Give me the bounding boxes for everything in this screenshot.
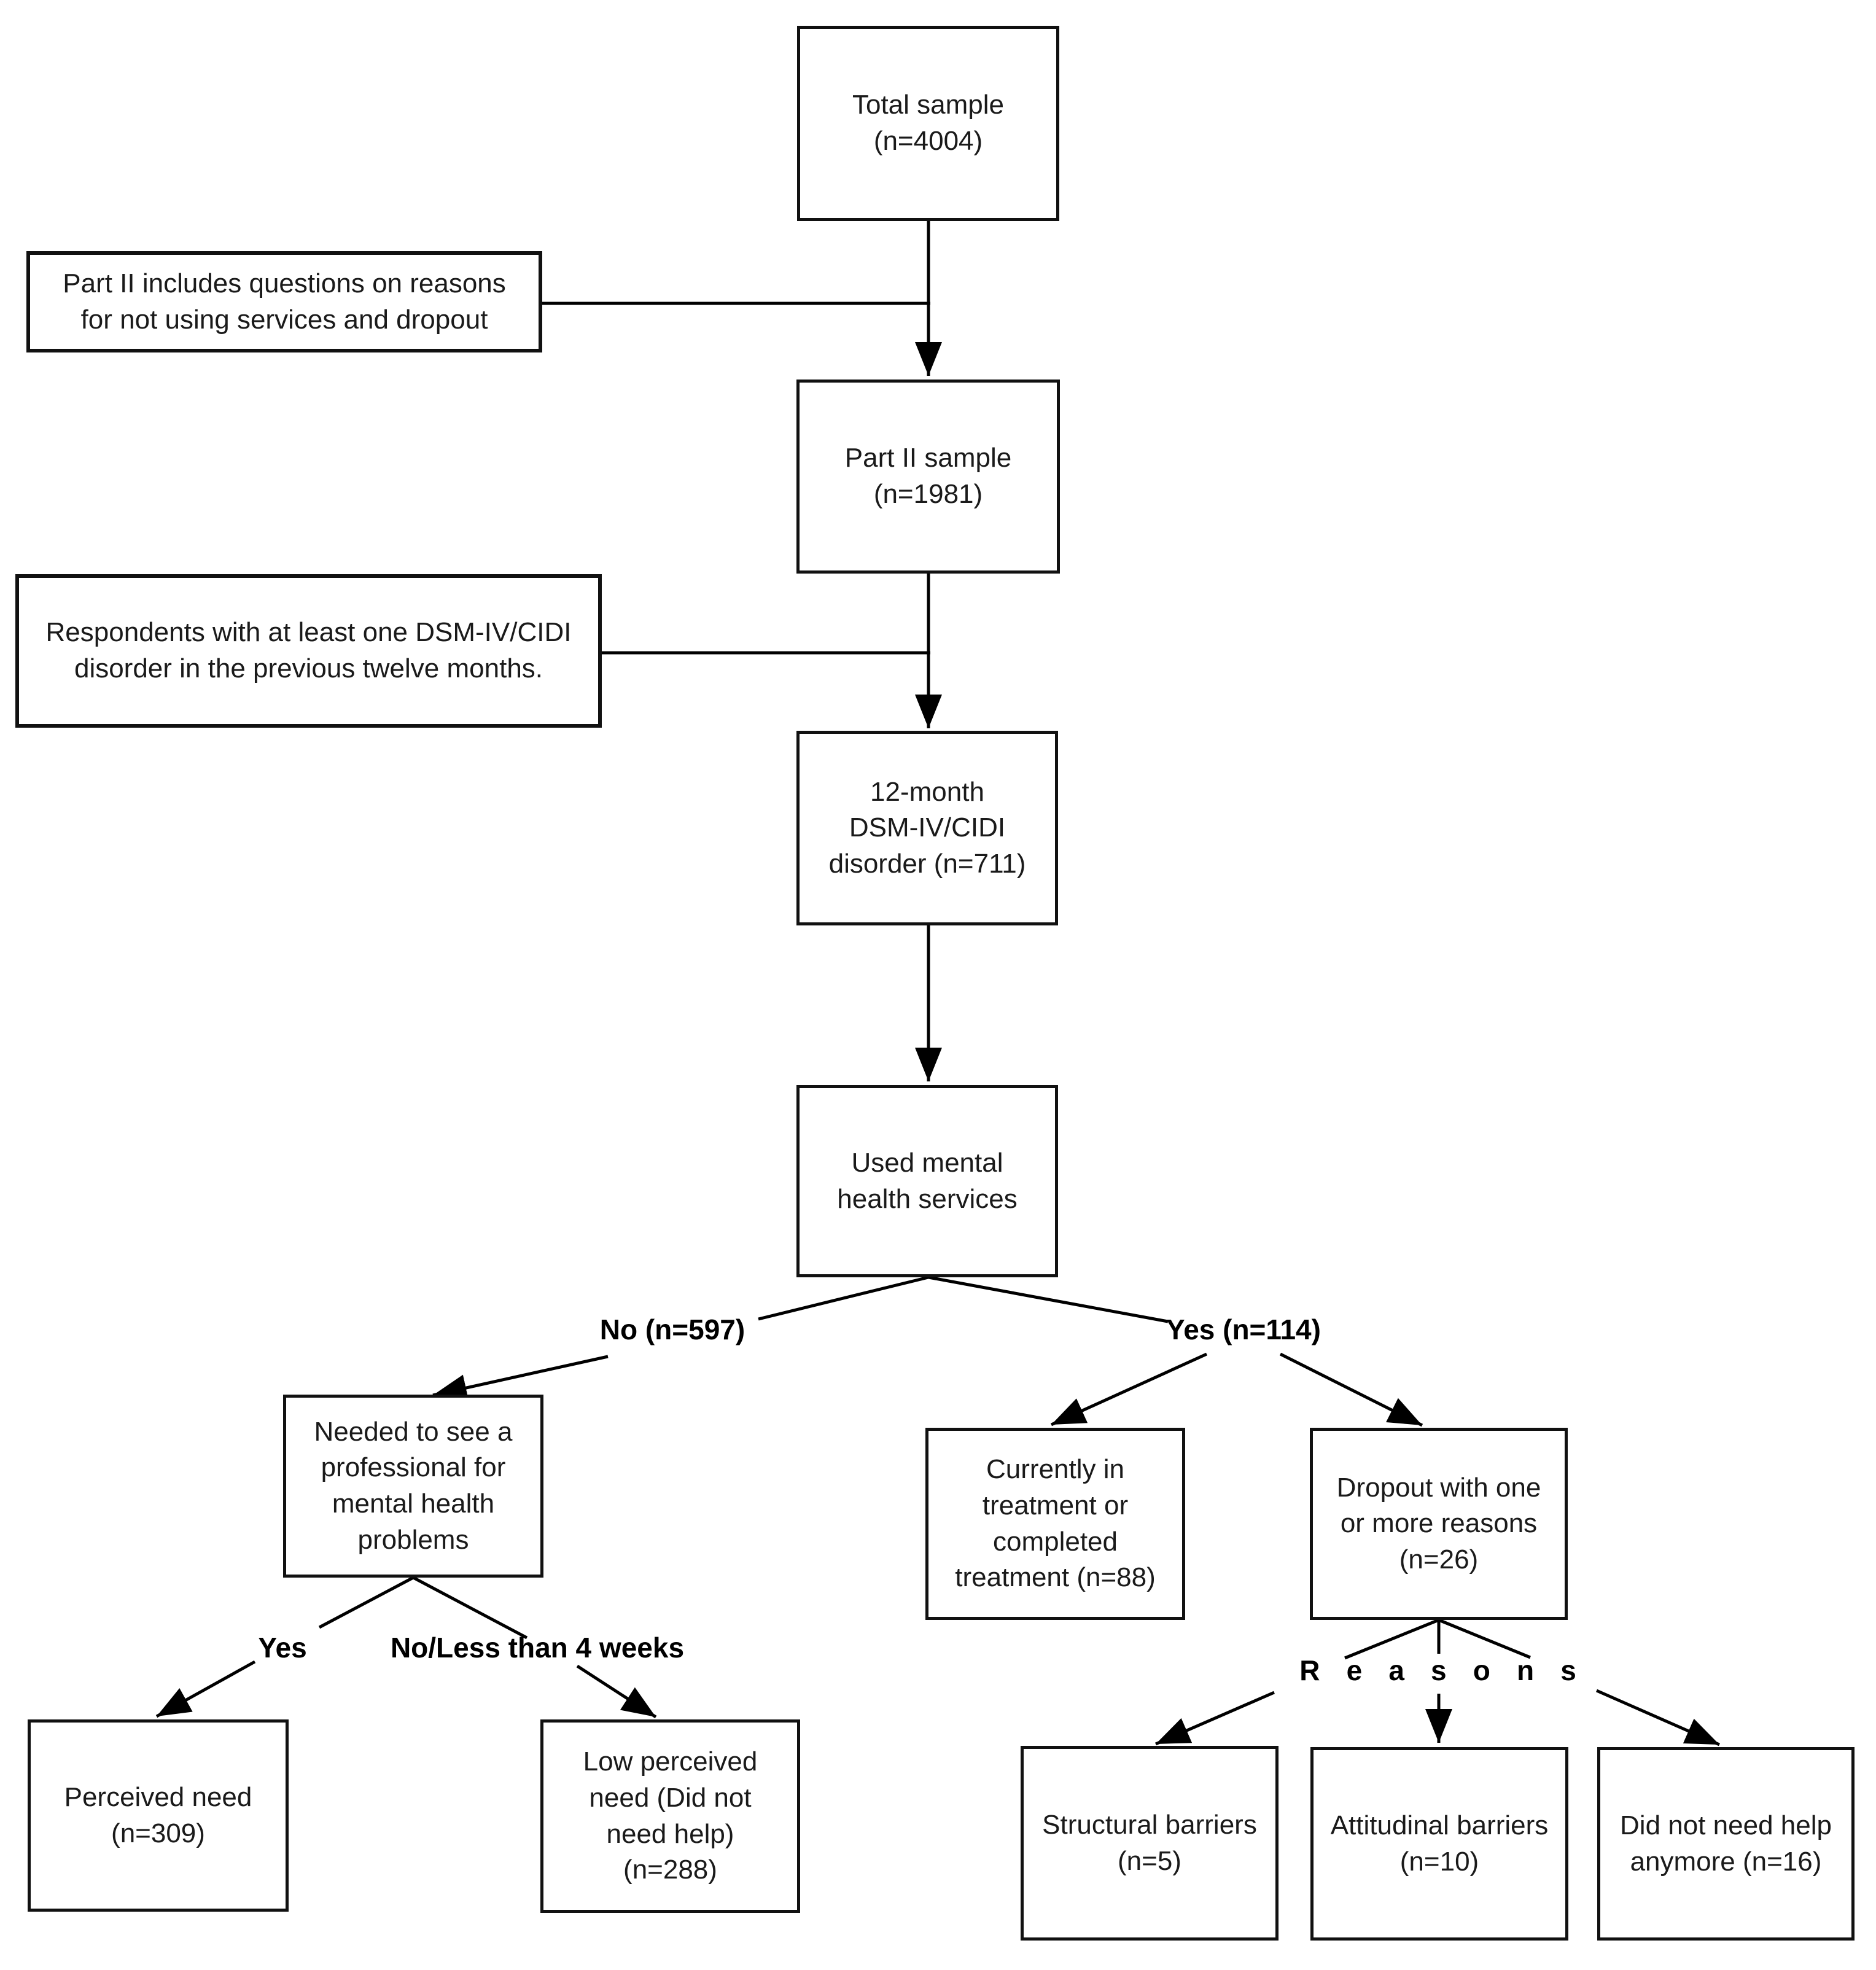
- arrow-reason-left-b: [1155, 1691, 1275, 1746]
- line-no-branch-a: [758, 1275, 929, 1321]
- edge-label-no-services: No (n=597): [599, 1314, 745, 1345]
- node-did-not-need-help: Did not need help anymore (n=16): [1597, 1747, 1855, 1941]
- arrow-reason-right-b: [1595, 1689, 1721, 1746]
- arrow-yes-to-dropout: [1279, 1352, 1423, 1427]
- node-part2-note: Part II includes questions on reasons fo…: [26, 251, 542, 352]
- node-used-services: Used mental health services: [796, 1085, 1058, 1277]
- node-attitudinal-barriers: Attitudinal barriers (n=10): [1310, 1747, 1568, 1941]
- arrow-no-branch-b: [432, 1355, 609, 1401]
- node-structural-barriers: Structural barriers (n=5): [1021, 1746, 1279, 1941]
- arrow-yes-to-current: [1050, 1352, 1208, 1427]
- arrow-yesneed-b: [155, 1660, 256, 1718]
- node-respondents-note: Respondents with at least one DSM-IV/CID…: [15, 574, 602, 728]
- line-reason-right-a: [1438, 1618, 1531, 1659]
- node-12month-disorder: 12-month DSM-IV/CIDI disorder (n=711): [796, 731, 1058, 925]
- edge-label-yes-services: Yes (n=114): [1166, 1314, 1321, 1345]
- node-total-sample-text: Total sample (n=4004): [852, 90, 1004, 156]
- node-respondents-note-text: Respondents with at least one DSM-IV/CID…: [45, 617, 572, 683]
- node-low-perceived-need-text: Low perceived need (Did not need help) (…: [583, 1746, 758, 1885]
- edge-label-yes-need: Yes: [258, 1632, 307, 1664]
- node-dropout-text: Dropout with one or more reasons (n=26): [1336, 1472, 1541, 1575]
- line-yes-branch: [928, 1275, 1169, 1323]
- arrow-noless-b: [576, 1664, 657, 1719]
- node-needed-professional: Needed to see a professional for mental …: [283, 1395, 543, 1578]
- line-reason-left-a: [1344, 1618, 1439, 1660]
- node-structural-barriers-text: Structural barriers (n=5): [1042, 1809, 1257, 1876]
- node-part2-sample-text: Part II sample (n=1981): [844, 443, 1012, 509]
- node-currently-in-treatment-text: Currently in treatment or completed trea…: [955, 1454, 1156, 1593]
- node-perceived-need: Perceived need (n=309): [28, 1719, 289, 1912]
- node-currently-in-treatment: Currently in treatment or completed trea…: [925, 1428, 1185, 1620]
- line-noless-a: [412, 1576, 528, 1640]
- node-part2-sample: Part II sample (n=1981): [796, 380, 1060, 574]
- edge-label-reasons: R e a s o n s: [1299, 1654, 1577, 1686]
- node-total-sample: Total sample (n=4004): [797, 26, 1059, 221]
- node-dropout: Dropout with one or more reasons (n=26): [1310, 1428, 1568, 1620]
- node-used-services-text: Used mental health services: [837, 1147, 1018, 1214]
- node-12month-disorder-text: 12-month DSM-IV/CIDI disorder (n=711): [828, 776, 1026, 879]
- node-low-perceived-need: Low perceived need (Did not need help) (…: [540, 1719, 800, 1913]
- node-did-not-need-help-text: Did not need help anymore (n=16): [1620, 1810, 1832, 1877]
- edge-label-no-less-4-weeks: No/Less than 4 weeks: [390, 1632, 685, 1664]
- node-needed-professional-text: Needed to see a professional for mental …: [314, 1416, 513, 1555]
- node-part2-note-text: Part II includes questions on reasons fo…: [63, 268, 506, 335]
- node-attitudinal-barriers-text: Attitudinal barriers (n=10): [1330, 1810, 1549, 1877]
- node-perceived-need-text: Perceived need (n=309): [64, 1781, 252, 1848]
- line-yesneed-a: [318, 1576, 415, 1629]
